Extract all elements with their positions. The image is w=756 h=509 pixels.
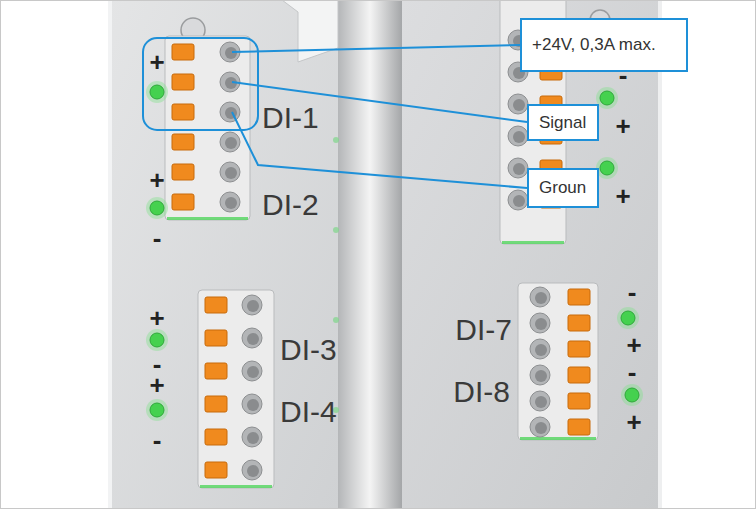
input-name: DI-3 — [280, 333, 337, 367]
polarity-sign: + — [615, 183, 630, 209]
polarity-sign: + — [626, 332, 641, 358]
terminal-block — [198, 290, 274, 488]
status-led — [150, 85, 164, 99]
input-name: DI-7 — [455, 313, 512, 347]
status-leds — [146, 81, 643, 421]
callout-text: +24V, 0,3A max. — [532, 35, 656, 55]
status-led — [600, 161, 614, 175]
polarity-sign: - — [153, 427, 162, 453]
polarity-sign: - — [628, 359, 637, 385]
polarity-sign: + — [149, 305, 164, 331]
polarity-sign: + — [149, 372, 164, 398]
device-housing — [108, 0, 662, 509]
status-led — [150, 201, 164, 215]
input-name: DI-4 — [280, 395, 337, 429]
callout-text: Groun — [539, 178, 586, 198]
polarity-sign: + — [149, 49, 164, 75]
polarity-sign: + — [615, 113, 630, 139]
input-name: DI-8 — [453, 375, 510, 409]
callout-box: Signal — [527, 104, 599, 141]
polarity-sign: + — [149, 167, 164, 193]
callout-text: Signal — [539, 113, 586, 133]
polarity-sign: - — [628, 279, 637, 305]
status-led — [150, 333, 164, 347]
input-name: DI-1 — [262, 101, 319, 135]
terminal-blocks — [165, 0, 598, 488]
terminal-block — [518, 283, 598, 440]
leader-lines — [232, 45, 527, 188]
callout-box: Groun — [527, 168, 599, 208]
polarity-sign: - — [153, 225, 162, 251]
status-led — [625, 388, 639, 402]
input-name: DI-2 — [262, 188, 319, 222]
terminal-block — [165, 36, 250, 220]
status-led — [621, 311, 635, 325]
polarity-sign: + — [626, 409, 641, 435]
status-led — [600, 91, 614, 105]
leader-line — [232, 45, 520, 52]
status-led — [150, 403, 164, 417]
callout-box: +24V, 0,3A max. — [520, 18, 688, 72]
